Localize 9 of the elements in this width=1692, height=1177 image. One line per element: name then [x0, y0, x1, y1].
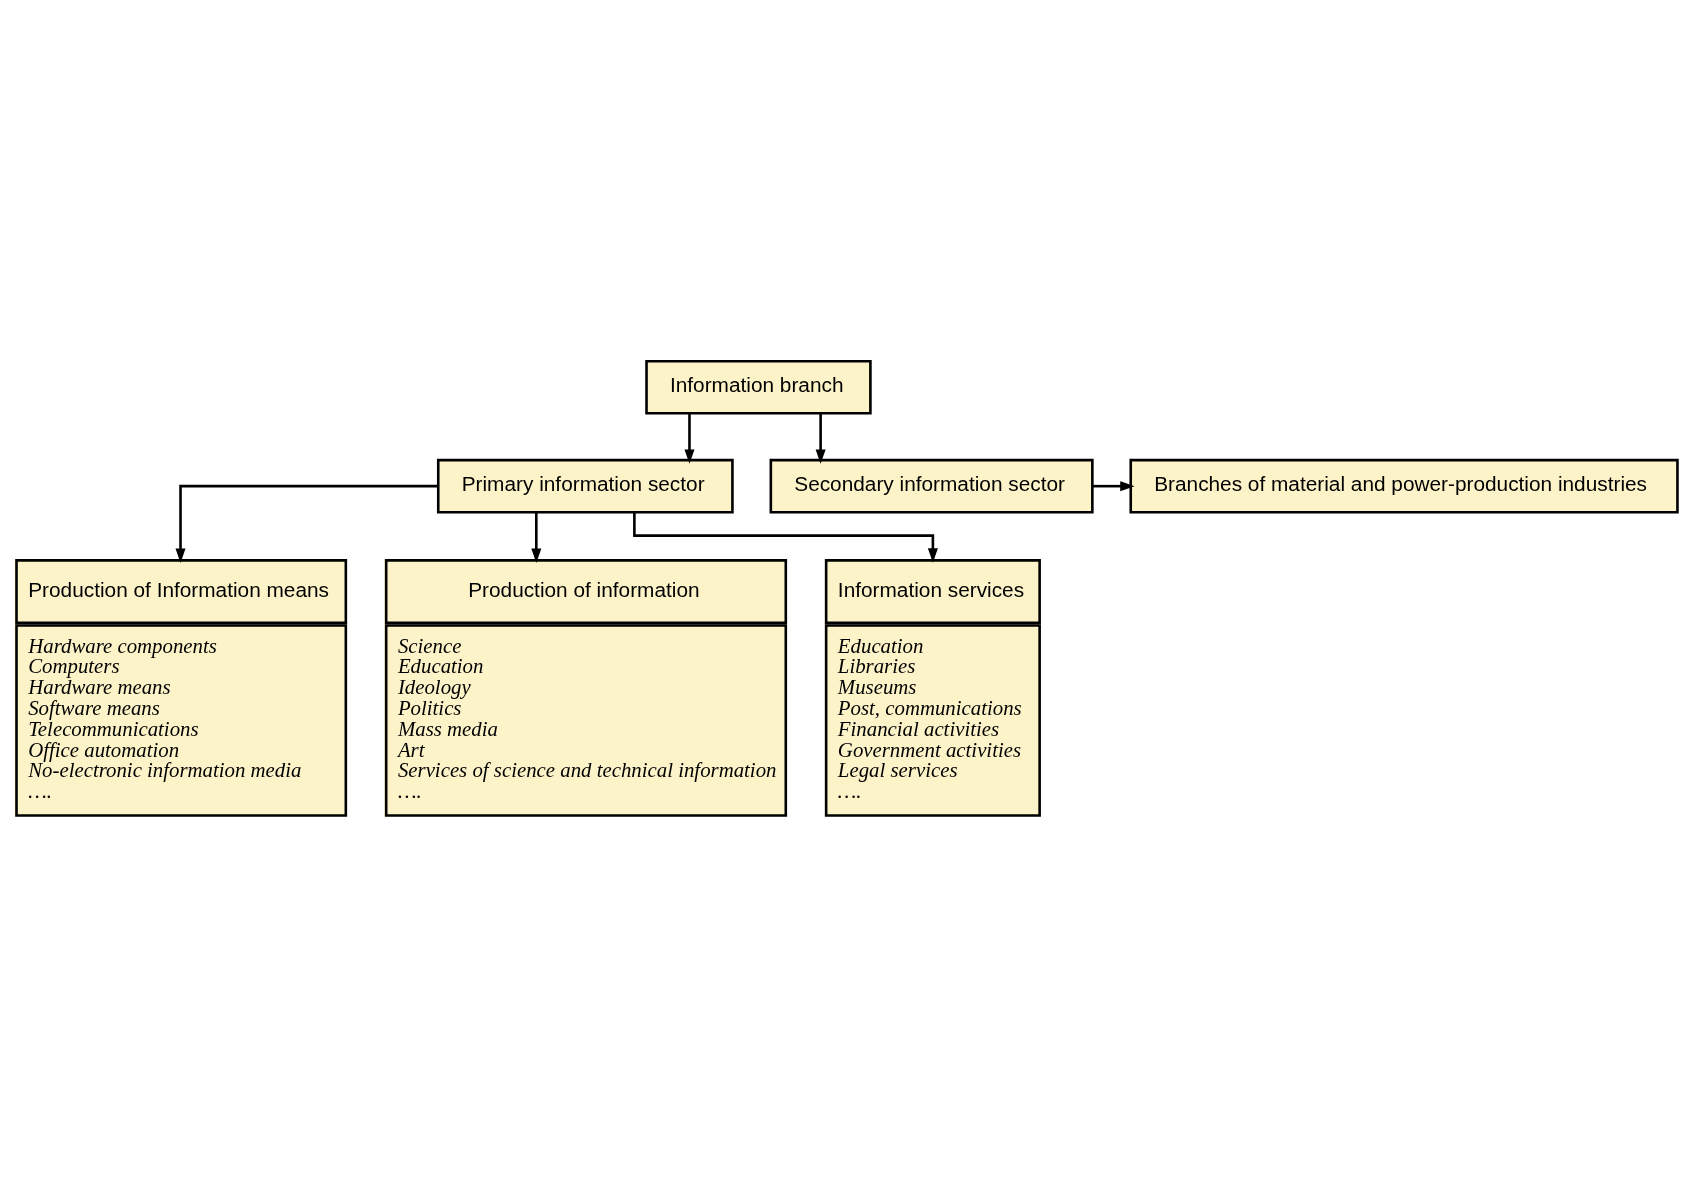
arrow — [531, 512, 542, 563]
arrow — [175, 484, 439, 563]
node-box: Branches of material and power-production industries — [1129, 458, 1679, 513]
node-box: Secondary information sector — [769, 458, 1094, 513]
arrow — [684, 413, 695, 464]
arrow — [815, 413, 826, 464]
node-box: Primary information sector — [436, 458, 734, 513]
node-box: Information branch — [645, 359, 872, 415]
arrow — [1092, 480, 1135, 491]
